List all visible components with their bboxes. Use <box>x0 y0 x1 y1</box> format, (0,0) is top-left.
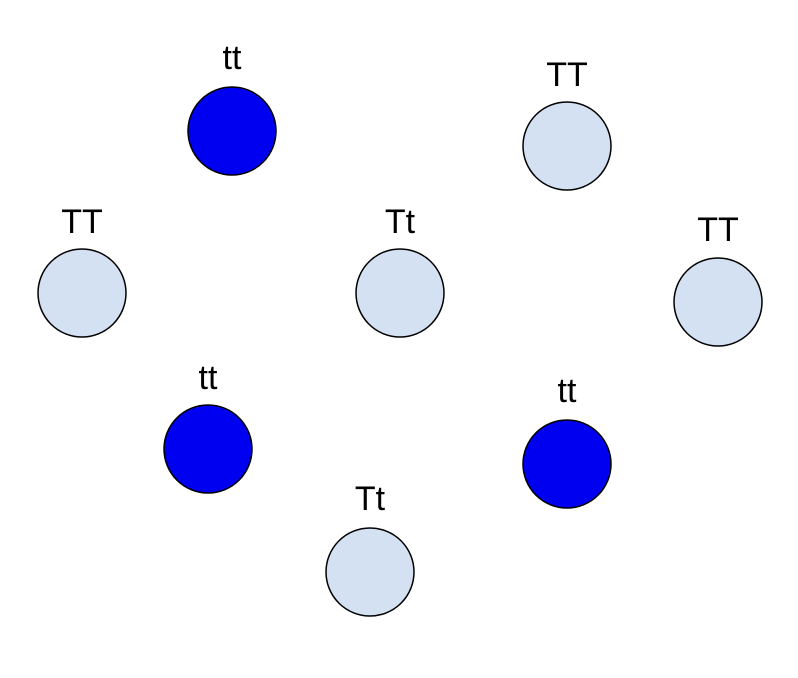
node-7: Tt <box>325 480 415 617</box>
node-2: TT <box>37 203 127 338</box>
node-circle <box>673 257 763 347</box>
node-circle <box>187 86 277 176</box>
node-label: tt <box>223 39 242 77</box>
node-label: TT <box>546 56 588 94</box>
node-0: tt <box>187 39 277 176</box>
node-label: TT <box>697 211 739 249</box>
node-4: TT <box>673 211 763 347</box>
node-circle <box>325 527 415 617</box>
node-circle <box>163 404 253 494</box>
node-5: tt <box>163 359 253 494</box>
node-label: tt <box>558 372 577 410</box>
node-circle <box>355 248 445 338</box>
node-label: Tt <box>355 480 386 518</box>
node-3: Tt <box>355 203 445 338</box>
node-6: tt <box>522 372 612 509</box>
node-circle <box>522 101 612 191</box>
node-label: tt <box>199 359 218 397</box>
node-circle <box>37 248 127 338</box>
node-1: TT <box>522 56 612 191</box>
node-circle <box>522 419 612 509</box>
node-label: TT <box>61 203 103 241</box>
node-label: Tt <box>385 203 416 241</box>
